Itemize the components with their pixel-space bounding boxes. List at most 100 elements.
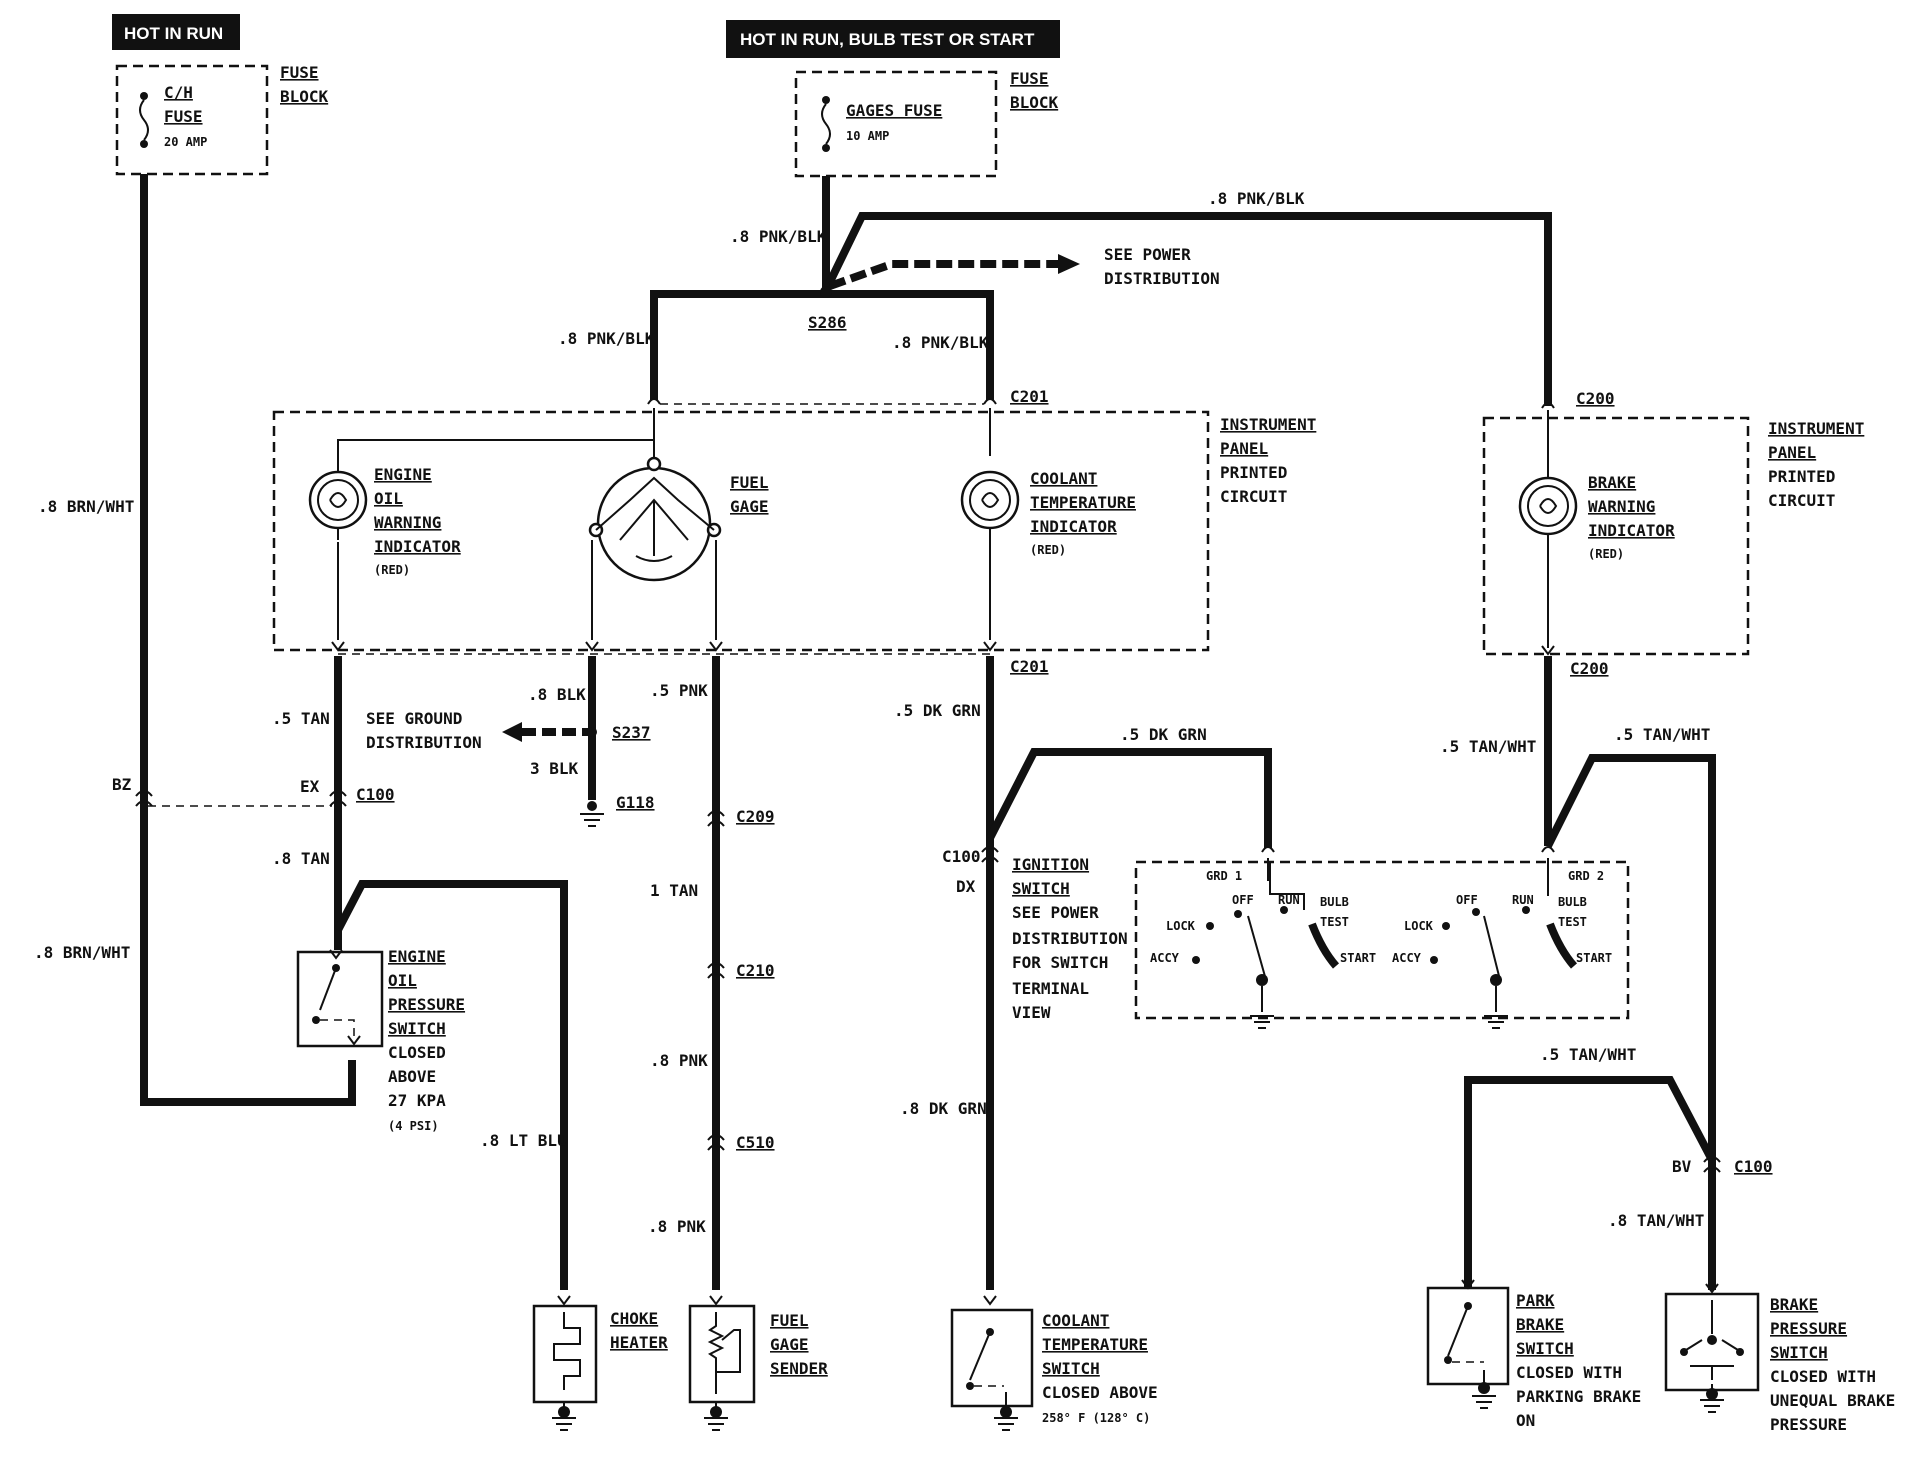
bz-connector xyxy=(135,790,153,807)
c100-mid-label: C100 xyxy=(942,847,981,866)
wire-tanwht-5-c: .5 TAN/WHT xyxy=(1540,1045,1636,1064)
bz-label: BZ xyxy=(112,775,132,794)
ign-2: SWITCH xyxy=(1012,879,1070,898)
cts-3: SWITCH xyxy=(1042,1359,1100,1378)
eops-8: (4 PSI) xyxy=(388,1119,439,1133)
ign-3: SEE POWER xyxy=(1012,903,1099,922)
c200-top: C200 xyxy=(1576,389,1615,408)
pbs-4: CLOSED WITH xyxy=(1516,1363,1622,1382)
bps-6: PRESSURE xyxy=(1770,1415,1847,1434)
ipc-left-2: PANEL xyxy=(1220,439,1268,458)
bps-1: BRAKE xyxy=(1770,1295,1818,1314)
ch-fuse-label-1: C/H xyxy=(164,83,193,102)
ch-fuse-amp: 20 AMP xyxy=(164,135,207,149)
bps-2: PRESSURE xyxy=(1770,1319,1847,1338)
test-1: TEST xyxy=(1320,915,1349,929)
hot-in-run-bulb-text: HOT IN RUN, BULB TEST OR START xyxy=(740,30,1035,49)
fuse-block-label-2a: FUSE xyxy=(1010,69,1049,88)
ipc-right-4: CIRCUIT xyxy=(1768,491,1835,510)
see-ground-1: SEE GROUND xyxy=(366,709,462,728)
bulb-1: BULB xyxy=(1320,895,1349,909)
grd2-label: GRD 2 xyxy=(1568,869,1604,883)
accy-2: ACCY xyxy=(1392,951,1422,965)
coolant-temp-bulb xyxy=(960,470,1020,540)
ipc-bottom-connectors xyxy=(331,641,997,652)
cti-1: COOLANT xyxy=(1030,469,1097,488)
cti-2: TEMPERATURE xyxy=(1030,493,1136,512)
dx-label: DX xyxy=(956,877,976,896)
run-2: RUN xyxy=(1512,893,1534,907)
wire-pnk-8-a: .8 PNK xyxy=(650,1051,708,1070)
wire-dkgrn-5-b: .5 DK GRN xyxy=(1120,725,1207,744)
ipc-right-1: INSTRUMENT xyxy=(1768,419,1864,438)
ex-label: EX xyxy=(300,777,320,796)
c209-connector xyxy=(707,810,725,827)
pbs-2: BRAKE xyxy=(1516,1315,1564,1334)
wire-tanwht-5-a: .5 TAN/WHT xyxy=(1440,737,1536,756)
coolant-temp-switch xyxy=(950,1295,1034,1431)
hot-in-run-text: HOT IN RUN xyxy=(124,24,223,43)
c100-right-connector xyxy=(1703,1156,1721,1173)
bwi-1: BRAKE xyxy=(1588,473,1636,492)
accy-1: ACCY xyxy=(1150,951,1180,965)
wire-label-brn-wht-2: .8 BRN/WHT xyxy=(34,943,130,962)
c201-top: C201 xyxy=(1010,387,1049,406)
wire-label-pnk-blk-3: .8 PNK/BLK xyxy=(558,329,655,348)
wire-label-brn-wht-1: .8 BRN/WHT xyxy=(38,497,134,516)
ipc-left-3: PRINTED xyxy=(1220,463,1287,482)
wire-tan-1: 1 TAN xyxy=(650,881,698,900)
fuse-block-right xyxy=(794,70,998,178)
eops-7: 27 KPA xyxy=(388,1091,446,1110)
wire-pnk-8-b: .8 PNK xyxy=(648,1217,706,1236)
c210-label: C210 xyxy=(736,961,775,980)
s286-label: S286 xyxy=(808,313,847,332)
fuel-gage-1: FUEL xyxy=(730,473,769,492)
wire-tan-8: .8 TAN xyxy=(272,849,330,868)
ipc-left-1: INSTRUMENT xyxy=(1220,415,1316,434)
cti-3: INDICATOR xyxy=(1030,517,1117,536)
brake-pressure-switch xyxy=(1664,1283,1760,1413)
pbs-1: PARK xyxy=(1516,1291,1555,1310)
wire-blk-8: .8 BLK xyxy=(528,685,586,704)
gages-fuse-amp: 10 AMP xyxy=(846,129,889,143)
eops-2: OIL xyxy=(388,971,417,990)
ipc-left-4: CIRCUIT xyxy=(1220,487,1287,506)
wire-dkgrn-8: .8 DK GRN xyxy=(900,1099,987,1118)
eops-5: CLOSED xyxy=(388,1043,446,1062)
wire-ltblu: .8 LT BLU xyxy=(480,1131,567,1150)
ign-6: TERMINAL xyxy=(1012,979,1089,998)
engine-oil-pressure-switch xyxy=(296,949,384,1048)
ipc-right-2: PANEL xyxy=(1768,443,1816,462)
wire-tanwht-8: .8 TAN/WHT xyxy=(1608,1211,1704,1230)
run-1: RUN xyxy=(1278,893,1300,907)
eow-3: WARNING xyxy=(374,513,441,532)
grd1-label: GRD 1 xyxy=(1206,869,1242,883)
ground-arrow xyxy=(502,722,522,742)
c100-left: C100 xyxy=(356,785,395,804)
start-1: START xyxy=(1340,951,1376,965)
instrument-panel-right xyxy=(1482,416,1750,656)
c100-right-label: C100 xyxy=(1734,1157,1773,1176)
lock-1: LOCK xyxy=(1166,919,1196,933)
c100-mid-connector xyxy=(981,846,999,863)
g118-ground xyxy=(580,801,604,827)
s237-splice xyxy=(587,727,597,737)
ignition-switch-box xyxy=(1134,860,1630,1020)
off-1: OFF xyxy=(1232,893,1254,907)
off-2: OFF xyxy=(1456,893,1478,907)
fgs-1: FUEL xyxy=(770,1311,809,1330)
s286-splice xyxy=(820,286,832,298)
pbs-5: PARKING BRAKE xyxy=(1516,1387,1641,1406)
bps-4: CLOSED WITH xyxy=(1770,1367,1876,1386)
fuse-block-label-1b: BLOCK xyxy=(280,87,329,106)
c209-label: C209 xyxy=(736,807,775,826)
brake-warning-bulb xyxy=(1518,402,1578,656)
eops-6: ABOVE xyxy=(388,1067,436,1086)
wire-label-pnk-blk-1: .8 PNK/BLK xyxy=(730,227,827,246)
eops-1: ENGINE xyxy=(388,947,446,966)
fgs-2: GAGE xyxy=(770,1335,809,1354)
ipc-internal-wires xyxy=(337,408,991,640)
fuel-gage-meter xyxy=(588,456,722,582)
bps-3: SWITCH xyxy=(1770,1343,1828,1362)
